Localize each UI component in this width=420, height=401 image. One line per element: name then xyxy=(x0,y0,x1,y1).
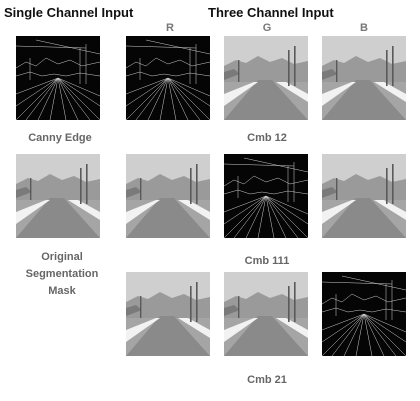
label-original-line3: Mask xyxy=(48,285,76,297)
tile-canny-single xyxy=(16,36,100,120)
label-cmb111: Cmb 111 xyxy=(244,255,290,267)
tile-cmb111-r xyxy=(126,154,210,238)
label-cmb21: Cmb 21 xyxy=(247,374,287,386)
label-original-line1: Original xyxy=(41,251,83,263)
tile-canny-r xyxy=(126,36,210,120)
tile-original-mask xyxy=(16,154,100,238)
tile-cmb21-b xyxy=(322,272,406,356)
label-cmb12: Cmb 12 xyxy=(247,132,287,144)
column-header-r: R xyxy=(166,22,174,34)
tile-cmb111-b xyxy=(322,154,406,238)
tile-cmb21-r xyxy=(126,272,210,356)
tile-cmb12-g xyxy=(224,36,308,120)
tile-cmb21-g xyxy=(224,272,308,356)
single-channel-header: Single Channel Input xyxy=(4,5,134,20)
tile-cmb12-b xyxy=(322,36,406,120)
tile-cmb111-g xyxy=(224,154,308,238)
label-canny-edge: Canny Edge xyxy=(28,132,92,144)
column-header-g: G xyxy=(262,22,272,34)
column-header-b: B xyxy=(360,22,368,34)
label-original-segmentation-mask: Original Segmentation Mask xyxy=(0,249,124,300)
label-original-line2: Segmentation xyxy=(25,268,99,280)
three-channel-header: Three Channel Input xyxy=(208,5,334,20)
